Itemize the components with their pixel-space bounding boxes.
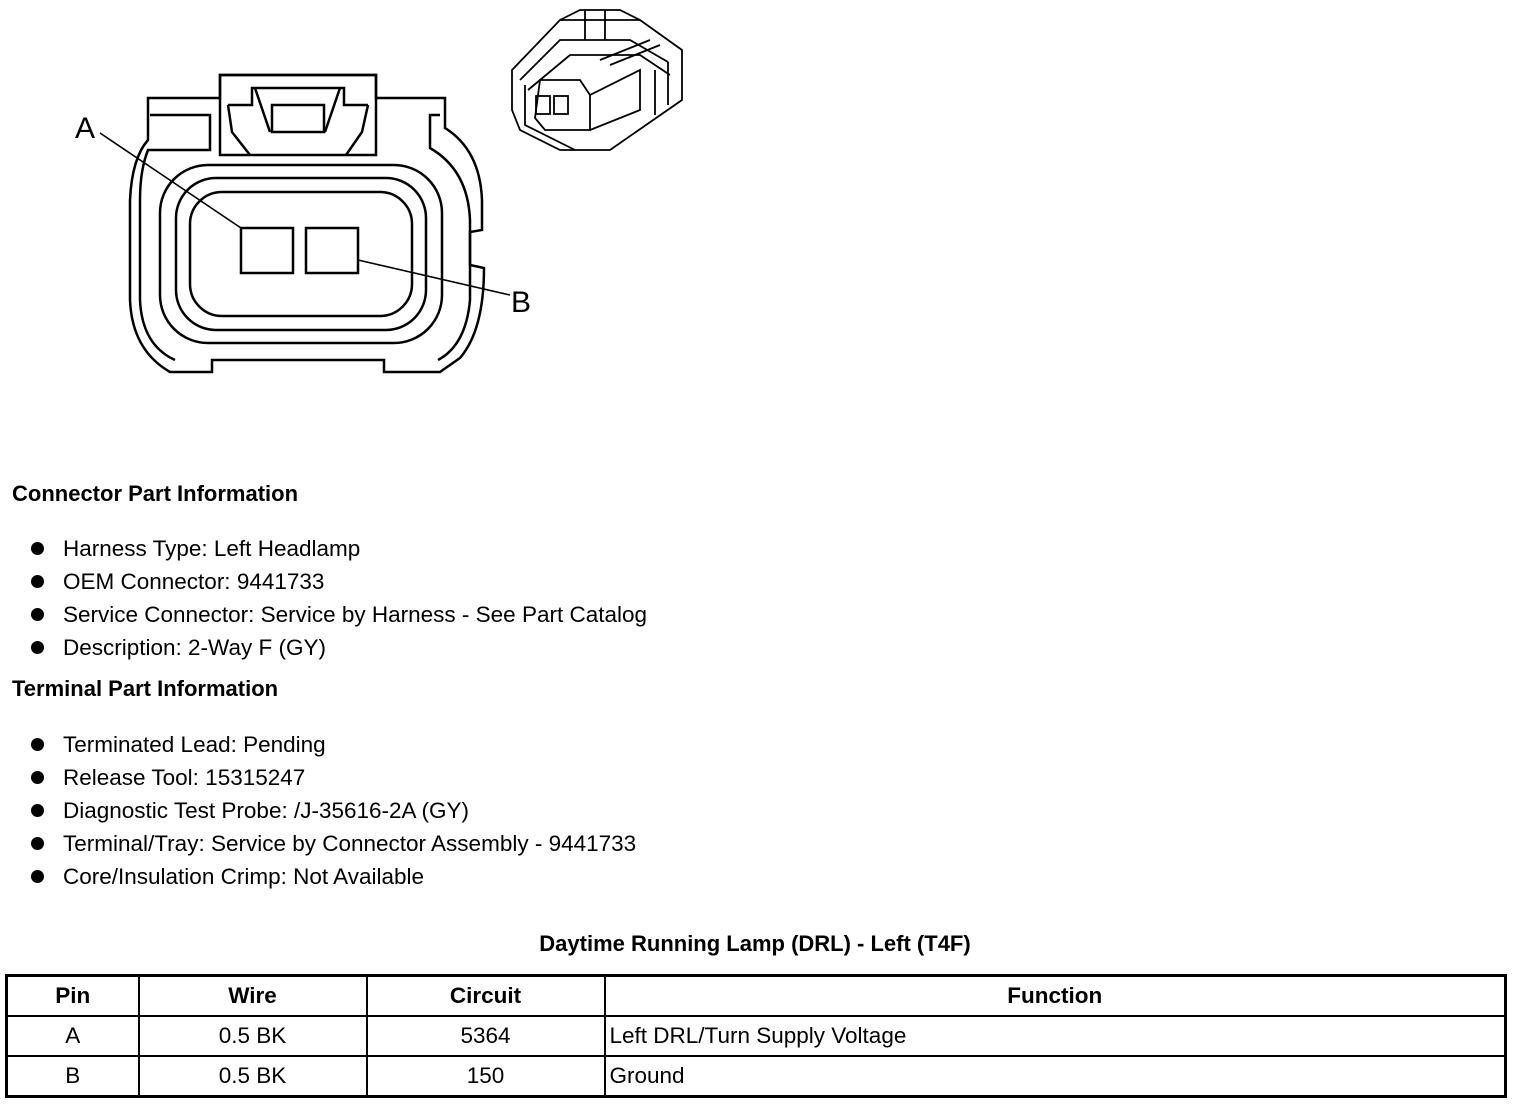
- terminal-info-list: Terminated Lead: Pending Release Tool: 1…: [30, 728, 636, 893]
- connector-isometric-view: [511, 9, 683, 151]
- cell-circuit: 5364: [365, 1015, 606, 1057]
- bullet-icon: [31, 542, 44, 555]
- bullet-icon: [31, 641, 44, 654]
- bullet-icon: [31, 575, 44, 588]
- list-item-text: OEM Connector: 9441733: [63, 568, 325, 594]
- list-item: Description: 2-Way F (GY): [30, 631, 647, 664]
- pin-cavity-a: [239, 226, 295, 275]
- list-item-text: Description: 2-Way F (GY): [63, 634, 326, 660]
- bullet-icon: [31, 870, 44, 883]
- cell-circuit: 150: [365, 1055, 606, 1098]
- list-item: Diagnostic Test Probe: /J-35616-2A (GY): [30, 794, 636, 827]
- bullet-icon: [31, 837, 44, 850]
- list-item-text: Release Tool: 15315247: [63, 764, 306, 790]
- list-item-text: Core/Insulation Crimp: Not Available: [63, 863, 425, 889]
- connector-front-view: [99, 73, 511, 374]
- list-item: Core/Insulation Crimp: Not Available: [30, 860, 636, 893]
- column-header-function: Function: [603, 974, 1507, 1017]
- list-item-text: Service Connector: Service by Harness - …: [63, 601, 648, 627]
- leader-line-a: [99, 132, 242, 229]
- column-header-pin: Pin: [5, 974, 140, 1017]
- list-item: Terminal/Tray: Service by Connector Asse…: [30, 827, 636, 860]
- cell-pin: B: [5, 1055, 140, 1098]
- cell-wire: 0.5 BK: [137, 1015, 368, 1057]
- list-item: OEM Connector: 9441733: [30, 565, 647, 598]
- column-header-circuit: Circuit: [365, 974, 606, 1017]
- connector-diagram: A B: [75, 9, 683, 374]
- pin-cavity-b: [304, 226, 360, 275]
- bullet-icon: [31, 738, 44, 751]
- list-item: Terminated Lead: Pending: [30, 728, 636, 761]
- bullet-icon: [31, 608, 44, 621]
- pin-label-a: A: [75, 112, 95, 145]
- leader-line-b: [357, 259, 511, 296]
- table-row: A 0.5 BK 5364 Left DRL/Turn Supply Volta…: [5, 1015, 1507, 1057]
- list-item-text: Terminal/Tray: Service by Connector Asse…: [63, 830, 637, 856]
- list-item: Harness Type: Left Headlamp: [30, 532, 647, 565]
- list-item: Service Connector: Service by Harness - …: [30, 598, 647, 631]
- list-item: Release Tool: 15315247: [30, 761, 636, 794]
- pin-table: Pin Wire Circuit Function A 0.5 BK 5364 …: [5, 974, 1507, 1098]
- cell-function: Ground: [603, 1055, 1507, 1098]
- pin-table-caption: Daytime Running Lamp (DRL) - Left (T4F): [539, 931, 971, 956]
- bullet-icon: [31, 771, 44, 784]
- cell-function: Left DRL/Turn Supply Voltage: [603, 1015, 1507, 1057]
- list-item-text: Harness Type: Left Headlamp: [63, 535, 361, 561]
- column-header-wire: Wire: [137, 974, 368, 1017]
- list-item-text: Diagnostic Test Probe: /J-35616-2A (GY): [63, 797, 470, 823]
- connector-info-heading: Connector Part Information: [12, 481, 299, 506]
- pin-label-b: B: [511, 286, 531, 319]
- bullet-icon: [31, 804, 44, 817]
- table-row: B 0.5 BK 150 Ground: [5, 1055, 1507, 1098]
- connector-info-list: Harness Type: Left Headlamp OEM Connecto…: [30, 532, 647, 664]
- cell-pin: A: [5, 1015, 140, 1057]
- list-item-text: Terminated Lead: Pending: [63, 731, 326, 757]
- terminal-info-heading: Terminal Part Information: [12, 676, 279, 701]
- table-header-row: Pin Wire Circuit Function: [5, 974, 1507, 1017]
- cell-wire: 0.5 BK: [137, 1055, 368, 1098]
